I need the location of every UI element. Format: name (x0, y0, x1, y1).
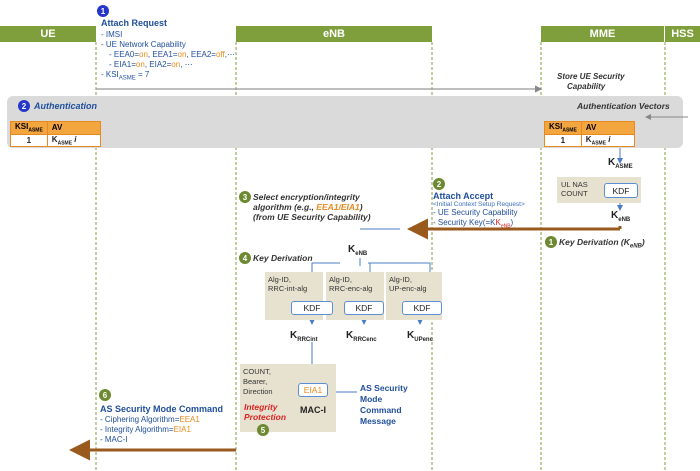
k-upenc: KUPenc (407, 330, 433, 343)
step-4-badge: 4 (239, 252, 251, 264)
av-header-av: AV (46, 121, 101, 135)
attach-accept-params: - UE Security Capability - Security Key(… (433, 208, 518, 230)
as-security-mode-command-title: AS Security Mode Command (100, 404, 224, 414)
eia-line: - EIA1=on, EIA2=on, ⋯ (109, 60, 193, 69)
step-1-badge: 1 (97, 5, 109, 17)
lane-enb: eNB (236, 26, 432, 42)
step-3-badge: 3 (239, 191, 251, 203)
av-header-ksi: KSIASME (10, 121, 48, 135)
key-derivation-label: Key Derivation (253, 253, 313, 263)
kenb-derivation-label: Key Derivation (KeNB) (559, 237, 645, 250)
av-row-ksi: 1 (544, 133, 582, 148)
alg-id-rrc-enc: Alg-ID,RRC-enc-alg (329, 275, 373, 293)
av-header-av: AV (580, 121, 635, 135)
av-row-ksi: 1 (10, 133, 48, 148)
integrity-protection-label: Integrity Protection (244, 402, 287, 422)
kdf-box-rrc-int: KDF (291, 301, 333, 315)
av-header-ksi: KSIASME (544, 121, 582, 135)
step-2-auth-badge: 2 (18, 100, 30, 112)
mac-i-output: MAC-I (300, 405, 326, 415)
k-rrcint: KRRCint (290, 330, 318, 343)
av-row-kasme: KASME i (46, 133, 101, 148)
mme-kenb: KeNB (611, 210, 631, 223)
kdf-box-up-enc: KDF (402, 301, 442, 315)
alg-id-up-enc: Alg-ID,UP-enc-alg (389, 275, 427, 293)
av-row-kasme: KASME i (580, 133, 635, 148)
attach-request-params: - IMSI - UE Network Capability - EEA0=on… (101, 30, 235, 84)
step-5-badge: 5 (257, 424, 269, 436)
alg-id-rrc-int: Alg-ID,RRC-int-alg (268, 275, 308, 293)
authentication-title: Authentication (34, 101, 97, 111)
select-algorithm-text: Select encryption/integrity algorithm (e… (253, 192, 371, 222)
mme-kasme: KASME (608, 157, 633, 170)
as-smc-params: - Ciphering Algorithm=EEA1 - Integrity A… (100, 415, 200, 445)
mme-kdf-box: KDF (604, 183, 638, 198)
mac-i-line: - MAC-I (100, 435, 128, 444)
ue-net-cap-line: - UE Network Capability (101, 40, 186, 49)
eia1-box: EIA1 (298, 383, 328, 397)
step-6-badge: 6 (99, 389, 111, 401)
enb-kenb: KeNB (348, 244, 368, 257)
authentication-vectors-label: Authentication Vectors (577, 101, 670, 111)
step-2-accept-badge: 2 (433, 178, 445, 190)
ksi-line: - KSIASME = 7 (101, 70, 150, 82)
lane-mme: MME (541, 26, 664, 42)
eea-line: - EEA0=on, EEA1=on, EEA2=off,⋯ (109, 50, 235, 59)
step-1-keyderiv-badge: 1 (545, 236, 557, 248)
count-bearer-direction: COUNT,Bearer,Direction (243, 367, 273, 396)
imsi-line: - IMSI (101, 30, 123, 39)
attach-accept-title: Attach Accept (433, 191, 494, 201)
ciphering-line: - Ciphering Algorithm=EEA1 (100, 415, 200, 424)
kdf-box-rrc-enc: KDF (344, 301, 384, 315)
integrity-panel (240, 364, 336, 432)
lane-hss: HSS (665, 26, 700, 42)
attach-request-title: Attach Request (101, 18, 168, 28)
initial-context-setup: <Initial Context Setup Request> (433, 201, 525, 208)
lane-ue: UE (0, 26, 96, 42)
k-rrcenc: KRRCenc (346, 330, 377, 343)
integrity-line: - Integrity Algorithm=EIA1 (100, 425, 191, 434)
